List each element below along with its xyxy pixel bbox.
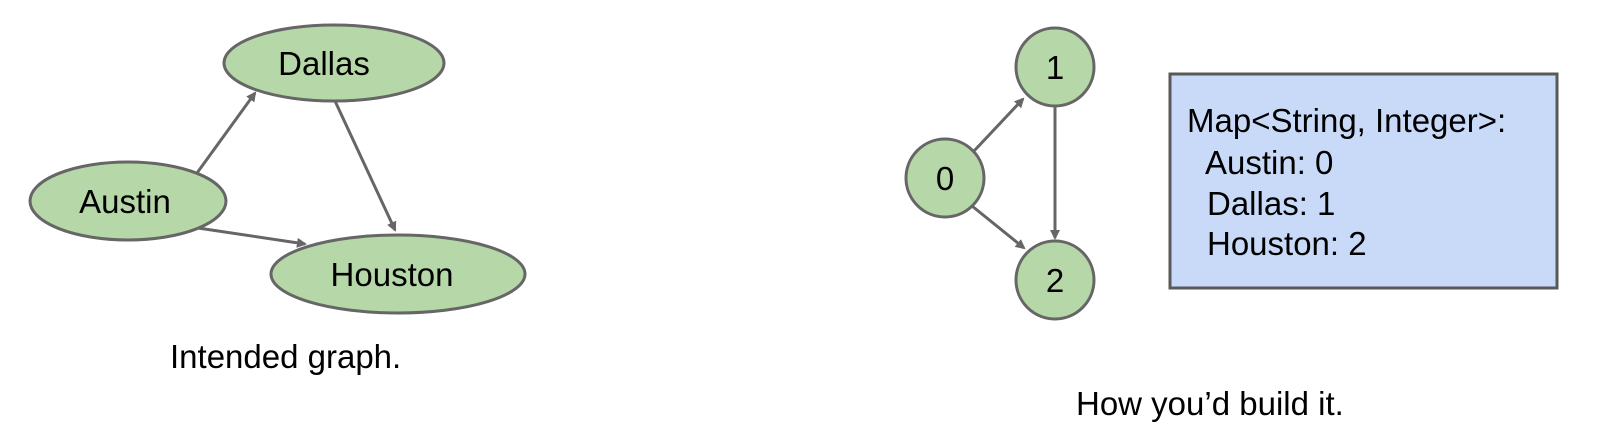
node-dallas-label: Dallas [278, 45, 370, 82]
node-dallas: Dallas [222, 23, 446, 103]
node-1: 1 [1014, 26, 1096, 108]
map-header: Map<String, Integer>: [1187, 102, 1506, 139]
edge-austin-dallas [195, 91, 257, 174]
node-austin-label: Austin [79, 183, 171, 220]
node-0-label: 0 [936, 160, 954, 197]
node-austin: Austin [28, 160, 228, 242]
intended-graph-caption: Intended graph. [170, 338, 401, 375]
map-entry-austin: Austin: 0 [1205, 144, 1333, 181]
node-2: 2 [1014, 239, 1096, 321]
built-graph: 0 1 2 How you’d build it. [904, 26, 1344, 422]
node-1-label: 1 [1046, 49, 1064, 86]
edge-dallas-houston [333, 100, 397, 232]
edge-0-2 [971, 204, 1026, 250]
node-houston-label: Houston [331, 256, 454, 293]
node-houston: Houston [269, 233, 527, 315]
map-entry-houston: Houston: 2 [1207, 225, 1367, 262]
edge-austin-houston [197, 226, 307, 248]
edge-0-1 [972, 97, 1025, 153]
intended-graph: Dallas Austin Houston Intended graph. [28, 23, 527, 375]
map-entry-dallas: Dallas: 1 [1207, 185, 1335, 222]
node-2-label: 2 [1046, 262, 1064, 299]
map-box: Map<String, Integer>: Austin: 0 Dallas: … [1168, 72, 1559, 290]
node-0: 0 [904, 137, 986, 219]
built-graph-caption: How you’d build it. [1076, 385, 1344, 422]
